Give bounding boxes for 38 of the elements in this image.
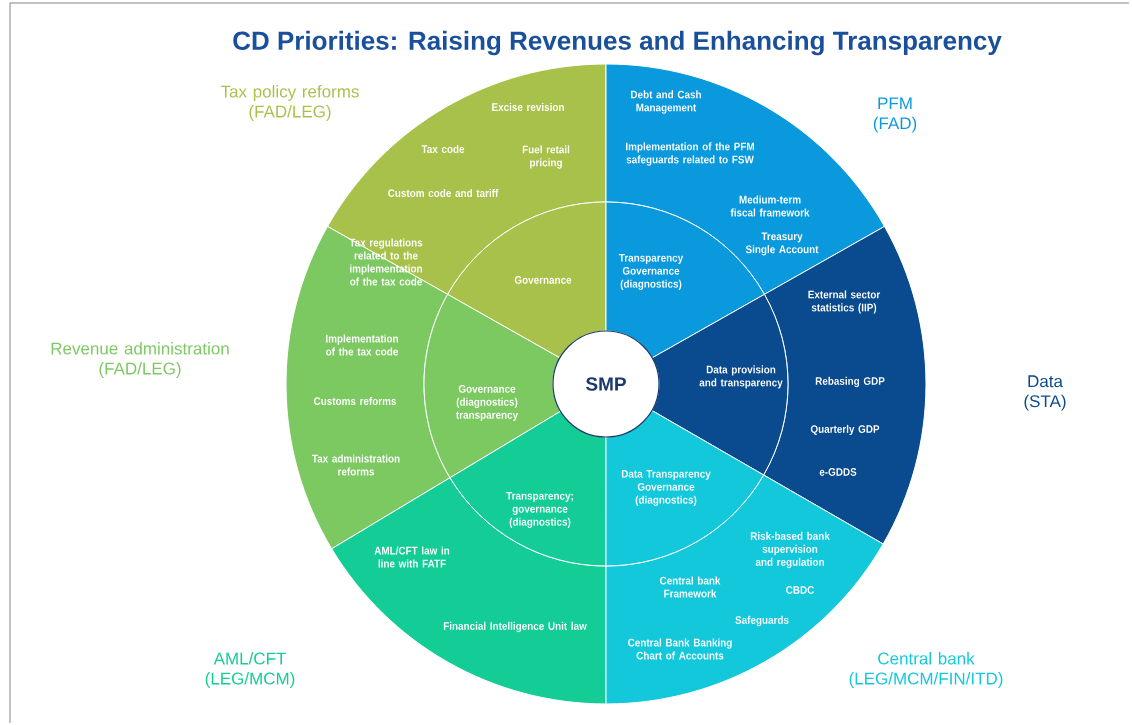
item-label: Governance (diagnostics) transparency <box>456 385 519 421</box>
item-label: Fuel retail pricing <box>522 145 570 169</box>
item-label: Data provision and transparency <box>699 365 783 389</box>
item-label: Financial Intelligence Unit law <box>443 621 587 633</box>
item-label: AML/CFT law in line with FATF <box>374 546 450 568</box>
item-label: CBDC <box>786 586 814 594</box>
item-label: Treasury Single Account <box>745 232 819 256</box>
item-label: Customs reforms <box>313 396 397 406</box>
item-label: External sector statistics (IIP) <box>808 290 881 314</box>
item-label: Safeguards <box>735 615 789 627</box>
inner-sector <box>447 201 607 359</box>
sector-heading: Revenue administration (FAD/LEG) <box>51 342 229 378</box>
item-label: Tax code <box>421 144 465 154</box>
item-label: Quarterly GDP <box>810 424 880 436</box>
item-label: Data Transparency Governance (diagnostics) <box>621 470 711 506</box>
sector-heading: Data (STA) <box>1024 375 1066 411</box>
sector-heading: Central bank (LEG/MCM/FIN/ITD) <box>849 652 1003 688</box>
item-label: Rebasing GDP <box>815 376 885 388</box>
item-label: Transparency; governance (diagnostics) <box>506 492 573 528</box>
item-label: e-GDDS <box>819 468 857 476</box>
item-label: Implementation of the tax code <box>326 334 398 356</box>
item-label: Medium-term fiscal framework <box>730 195 810 217</box>
inner-sector <box>449 410 607 567</box>
item-label: Central bank Framework <box>659 576 721 598</box>
item-label: Custom code and tariff <box>388 188 499 198</box>
item-label: Excise revision <box>492 102 564 112</box>
title: CD Priorities: Raising Revenues and Enhancing Transparency <box>233 30 1002 56</box>
item-label: Implementation of the PFM safeguards related to FSW <box>626 142 754 166</box>
item-label: Tax administration reforms <box>312 454 400 476</box>
sector-heading: PFM (FAD) <box>873 97 917 133</box>
sector-heading: Tax policy reforms (FAD/LEG) <box>220 85 359 121</box>
item-label: Risk-based bank supervision and regulation <box>750 531 830 569</box>
item-label: Transparency Governance (diagnostics) <box>618 254 684 290</box>
sector-heading: AML/CFT (LEG/MCM) <box>205 652 295 688</box>
item-label: Debt and Cash Management <box>631 90 701 114</box>
item-label: Central Bank Banking Chart of Accounts <box>628 638 732 660</box>
inner-sector <box>423 293 562 479</box>
item-label: Governance <box>514 276 572 284</box>
